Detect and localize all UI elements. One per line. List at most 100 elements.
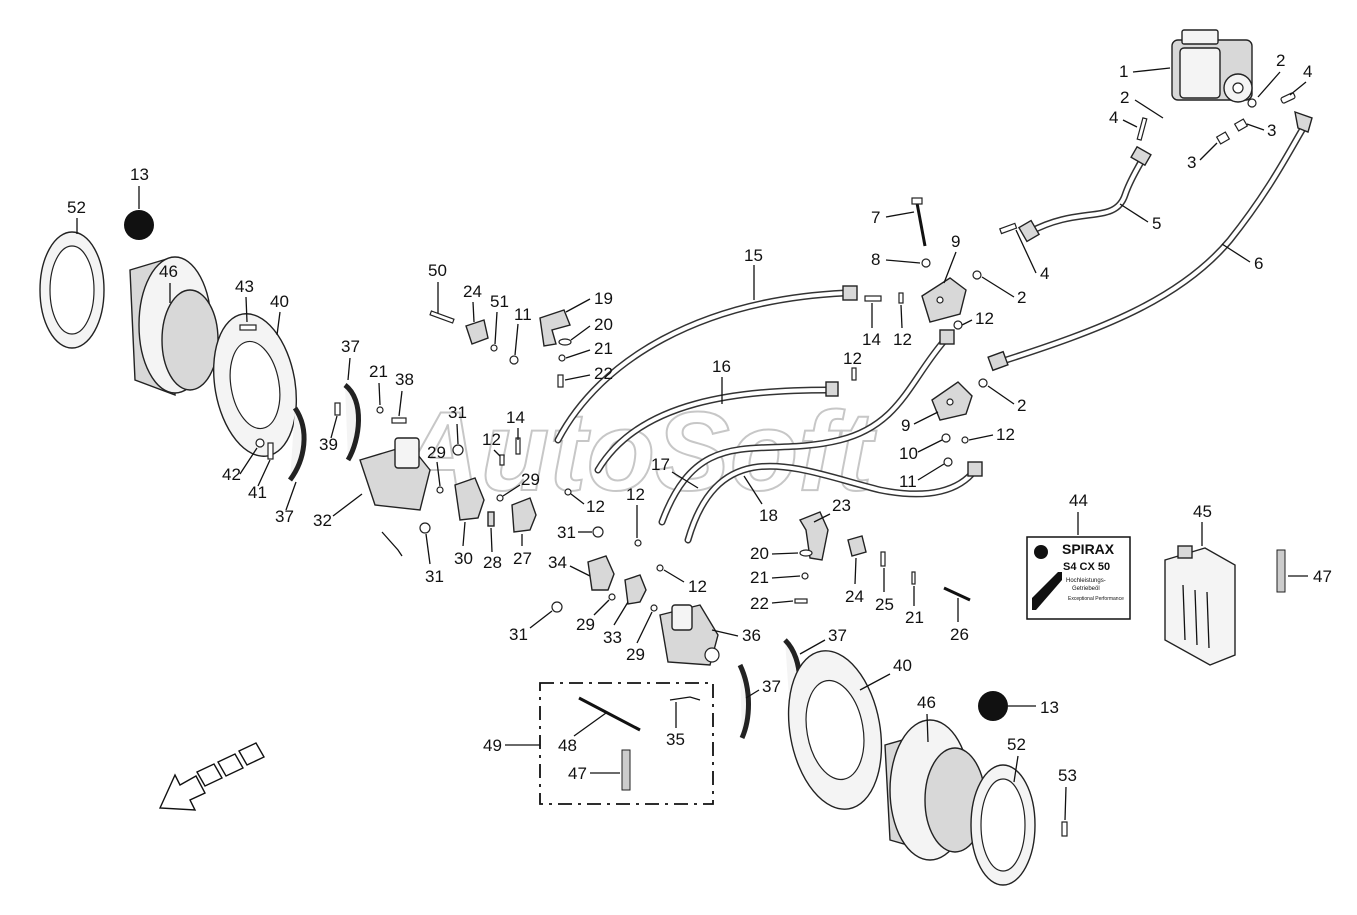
hose-15 [554,285,858,444]
washer-20a [558,338,572,346]
oring-29b [496,494,504,502]
oring-29c [608,593,616,601]
callout-10: 10 [899,444,918,463]
callout-2b: 2 [1120,88,1129,107]
nut-31b [419,522,431,534]
pin-12c [851,367,857,381]
callout-31b: 31 [425,567,444,586]
callout-2a: 2 [1276,51,1285,70]
bolt-50 [429,310,455,324]
sensor-cable [381,531,403,557]
callout-12g: 12 [626,485,645,504]
pin-12e [499,454,505,466]
callout-13a: 13 [130,165,149,184]
ring-52-left [39,231,105,349]
oil-sticker-44: SPIRAX S4 CX 50 Hochleistungs- Getriebeö… [1026,536,1131,620]
hydraulic-motor-36 [659,604,720,666]
oil-canister-45 [1164,545,1236,666]
hose-5 [1017,145,1152,243]
callout-27: 27 [513,549,532,568]
plate-40-left [212,313,298,457]
callout-14b: 14 [506,408,525,427]
callout-5: 5 [1152,214,1161,233]
bolt-7 [911,197,927,247]
pin-28 [487,511,495,527]
block-33 [624,574,647,605]
block-24-bottom [847,535,867,557]
callout-12b: 12 [893,330,912,349]
washer-21c [801,572,809,580]
hose-6 [987,110,1313,372]
bracket-19 [539,309,571,347]
sticker-line1: Hochleistungs- [1066,578,1106,584]
callout-47a: 47 [1313,567,1332,586]
bolt-39 [334,402,341,416]
callout-20b: 20 [750,544,769,563]
callout-49: 49 [483,736,502,755]
callout-29c: 29 [576,615,595,634]
seal-37-left [287,406,307,482]
callout-37d: 37 [762,677,781,696]
sticker-line3: Exceptional Performance [1068,596,1124,602]
callout-2d: 2 [1017,396,1026,415]
pump-fittings [1136,92,1296,145]
callout-25: 25 [875,595,894,614]
bolt-4 [999,222,1018,235]
bolt-22b [794,598,808,604]
plate-40-right [787,650,883,810]
pin-12a [898,292,904,304]
nut-11b [943,457,953,467]
washer-42 [255,438,265,448]
bolt-38 [391,417,407,424]
washer-21 [376,406,384,414]
ring-52-right [970,764,1036,886]
hydraulic-pump [1171,29,1253,103]
oring-12f [564,488,572,496]
callout-39: 39 [319,435,338,454]
callout-33: 33 [603,628,622,647]
cable-tie-48 [578,696,641,732]
callout-37c: 37 [828,626,847,645]
spring-47 [1276,549,1286,593]
callout-30: 30 [454,549,473,568]
block-30 [454,477,485,521]
callout-51: 51 [490,292,509,311]
callout-12e: 12 [482,430,501,449]
callout-19: 19 [594,289,613,308]
callout-4c: 4 [1040,264,1049,283]
nut-11a [509,355,519,365]
washer-8 [921,258,931,268]
bolt-43 [239,324,257,331]
callout-23: 23 [832,496,851,515]
callout-12d: 12 [996,425,1015,444]
callout-40b: 40 [893,656,912,675]
block-34 [587,555,615,591]
callout-18: 18 [759,506,778,525]
callout-42: 42 [222,465,241,484]
callouts: 1 2 2 4 4 3 3 5 6 7 8 9 9 4 [67,51,1332,821]
callout-29a: 29 [427,443,446,462]
callout-21c: 21 [750,568,769,587]
callout-2c: 2 [1017,288,1026,307]
bracket-23 [798,511,829,561]
callout-9b: 9 [901,416,910,435]
block-24-top [465,319,489,345]
callout-6: 6 [1254,254,1263,273]
callout-22b: 22 [750,594,769,613]
callout-11b: 11 [514,305,532,324]
callout-38: 38 [395,370,414,389]
callout-3a: 3 [1267,121,1276,140]
callout-32: 32 [313,511,332,530]
oring-12b [953,320,963,330]
callout-12f: 12 [586,497,605,516]
marker-dot-13-left [124,210,154,240]
oring-12h [656,564,664,572]
callout-46b: 46 [917,693,936,712]
callout-9a: 9 [951,232,960,251]
block-27 [511,497,537,533]
hydraulic-motor-32 [359,437,431,511]
hose-18 [684,461,983,544]
callout-36: 36 [742,626,761,645]
spring-47-kit [621,749,631,791]
